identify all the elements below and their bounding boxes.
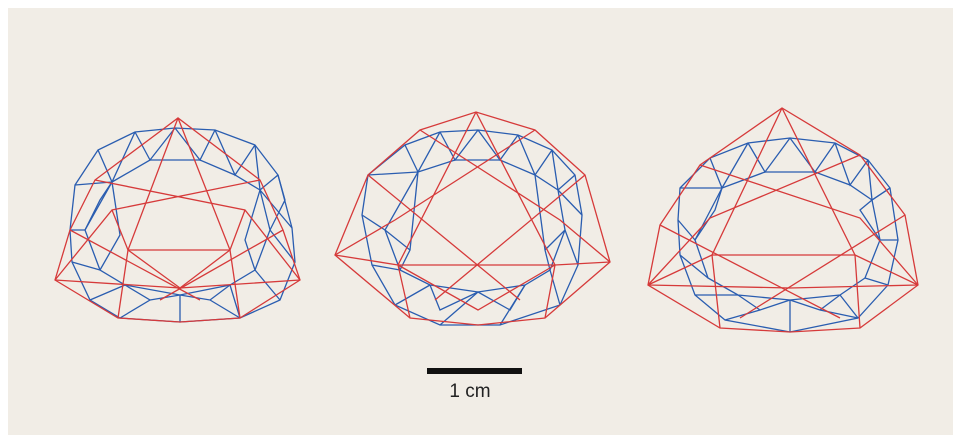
- scale-bar: [427, 368, 522, 374]
- gem-1-blue-facets: [69, 127, 296, 323]
- gem-3-wireframe: [647, 107, 919, 333]
- gem-1-wireframe: [54, 117, 301, 323]
- gem-3-red-facets: [647, 107, 919, 333]
- scale-bar-label: 1 cm: [449, 381, 491, 402]
- gem-2-blue-facets: [361, 129, 583, 326]
- gem-3-blue-facets: [677, 137, 899, 333]
- gem-2-wireframe: [334, 111, 611, 326]
- gem-1-red-facets: [54, 117, 301, 323]
- figure-panel: [8, 8, 953, 435]
- gem-2-red-facets: [334, 111, 611, 326]
